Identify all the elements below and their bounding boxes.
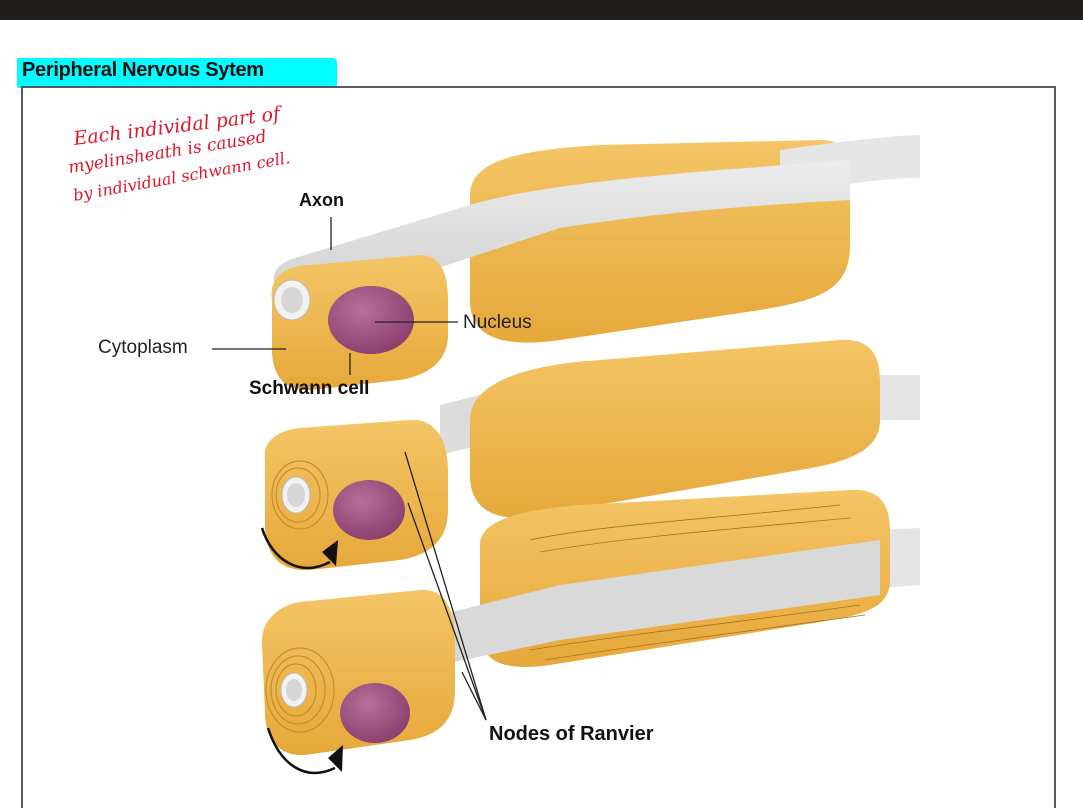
nodes-of-ranvier-label: Nodes of Ranvier bbox=[489, 723, 654, 745]
figure-frame bbox=[21, 86, 1056, 808]
myelination-diagram bbox=[212, 135, 920, 775]
cytoplasm-label: Cytoplasm bbox=[98, 337, 188, 358]
viewer-top-bar bbox=[0, 0, 1083, 20]
axon-label: Axon bbox=[299, 190, 344, 210]
stage-1 bbox=[271, 135, 920, 391]
nucleus-label: Nucleus bbox=[463, 312, 532, 333]
leader-lines bbox=[212, 217, 487, 721]
page-heading: Peripheral Nervous Sytem bbox=[22, 59, 264, 81]
schwann-cell-label: Schwann cell bbox=[249, 378, 370, 399]
stage-3 bbox=[261, 489, 920, 775]
title-highlight bbox=[17, 58, 337, 88]
stage-2 bbox=[260, 339, 920, 571]
